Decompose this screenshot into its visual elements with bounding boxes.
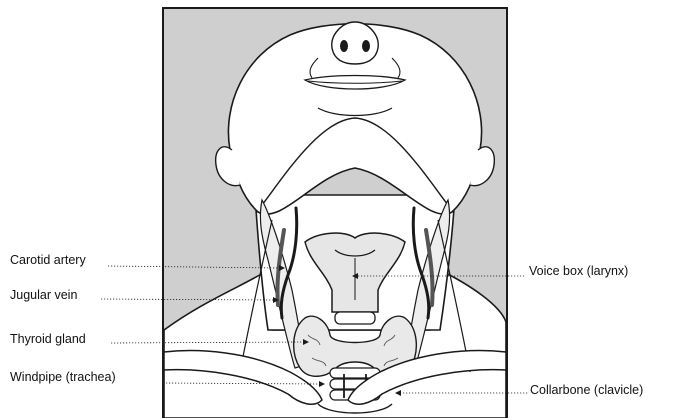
cricoid-ring bbox=[335, 312, 375, 324]
label-thyroid-gland: Thyroid gland bbox=[10, 332, 86, 346]
label-windpipe: Windpipe (trachea) bbox=[10, 370, 116, 384]
left-nostril bbox=[340, 40, 348, 52]
right-nostril bbox=[362, 40, 370, 52]
label-carotid-artery: Carotid artery bbox=[10, 253, 86, 267]
label-voice-box: Voice box (larynx) bbox=[529, 264, 628, 278]
label-collarbone: Collarbone (clavicle) bbox=[530, 383, 643, 397]
label-jugular-vein: Jugular vein bbox=[10, 288, 77, 302]
nose bbox=[332, 22, 378, 64]
